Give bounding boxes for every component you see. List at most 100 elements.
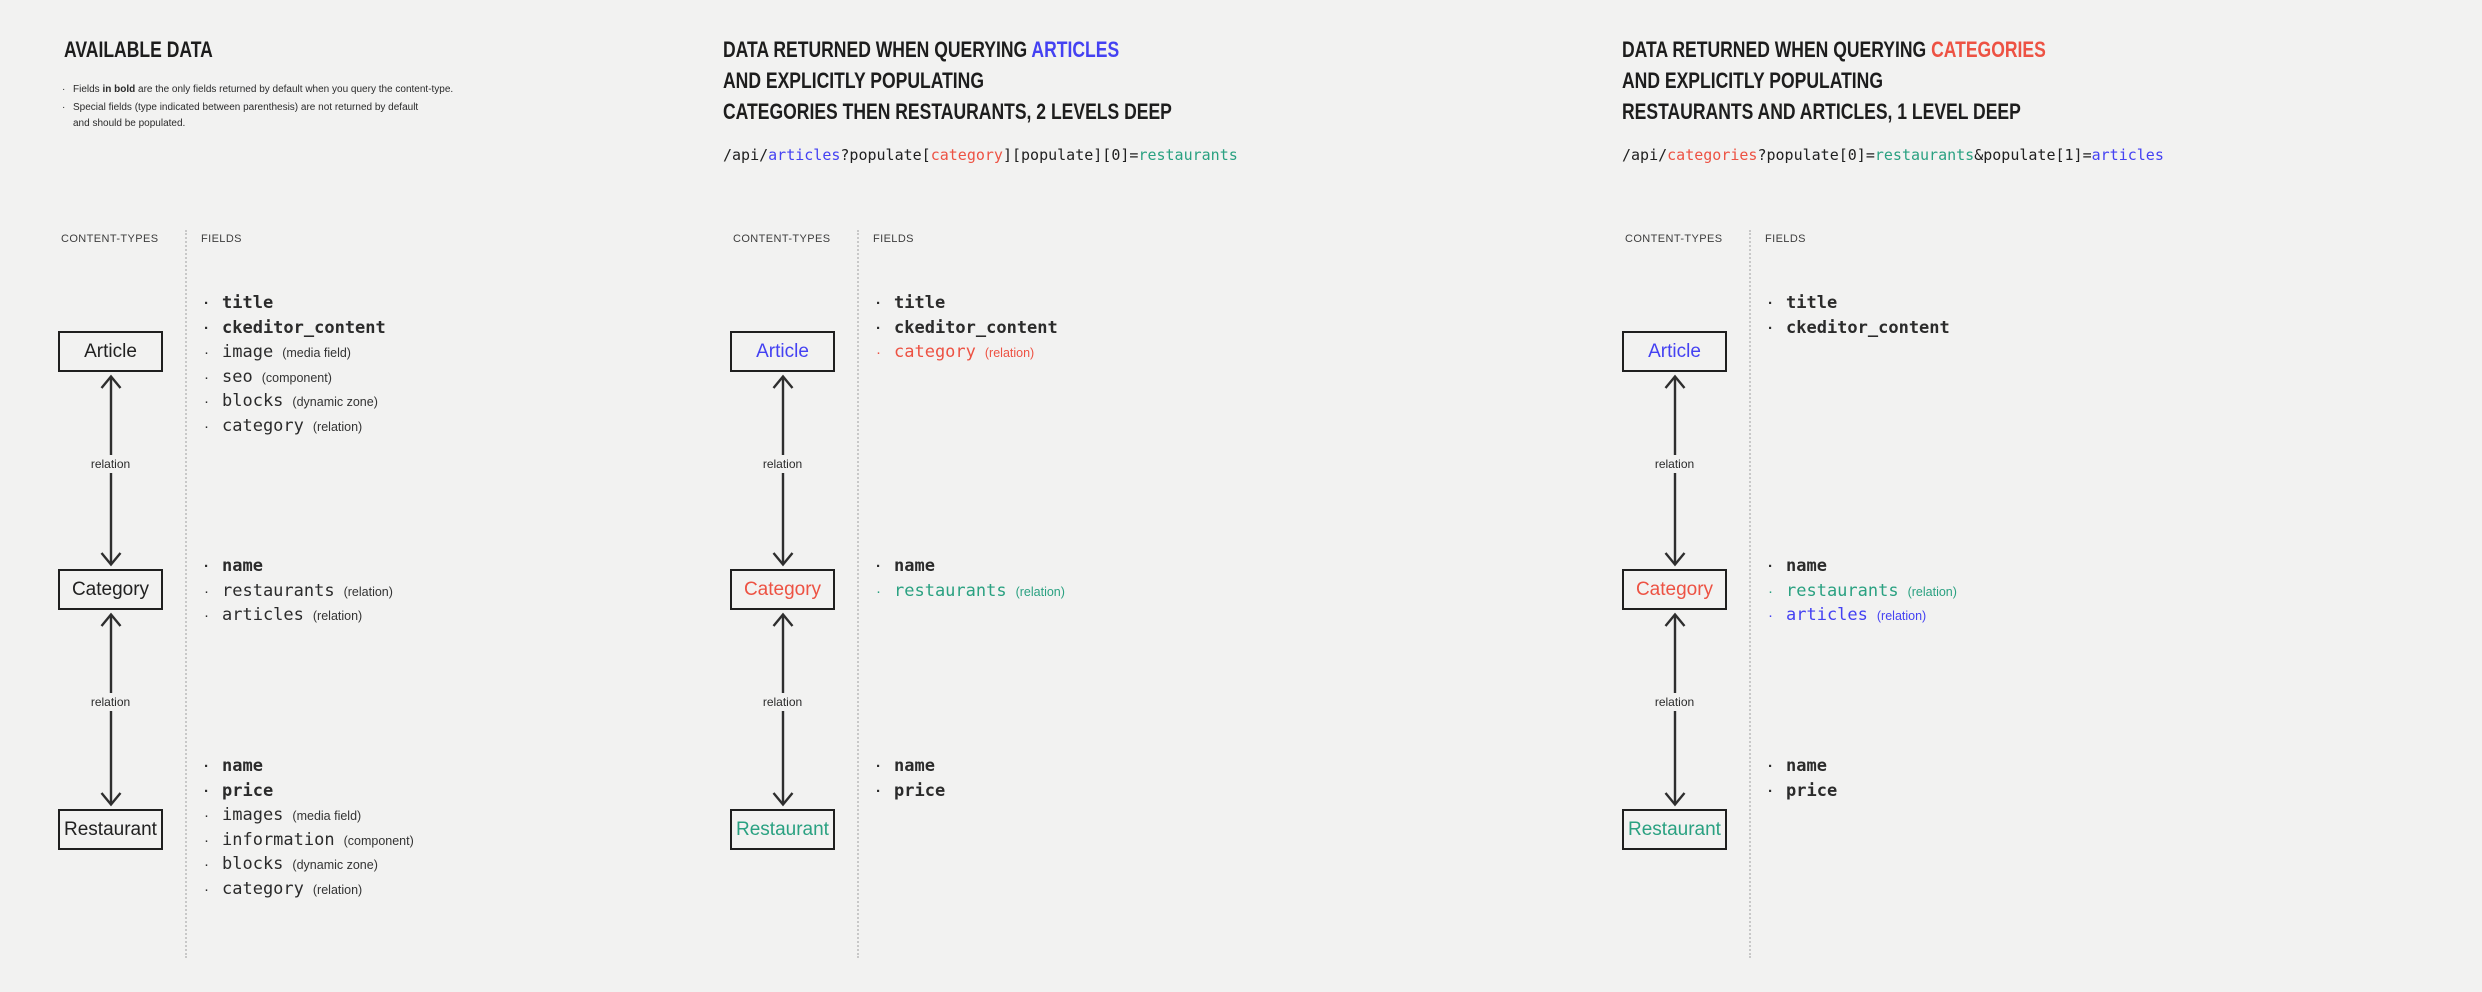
field-name: title xyxy=(222,293,274,313)
title-segment: AVAILABLE DATA xyxy=(64,37,213,62)
field-row: · name xyxy=(1768,754,1837,779)
field-bullet: · xyxy=(204,856,209,873)
content-type-box-restaurant: Restaurant xyxy=(58,809,163,850)
field-bullet: · xyxy=(204,807,209,824)
api-segment: ?populate[0]= xyxy=(1757,146,1875,164)
field-type: (component) xyxy=(261,370,332,385)
field-bullet: · xyxy=(876,319,881,337)
field-bullet: · xyxy=(204,831,209,849)
field-row: · ckeditor_content xyxy=(1768,316,1950,341)
field-bullet: · xyxy=(1768,319,1773,337)
note-item: · Fields in bold are the only fields retu… xyxy=(62,82,453,98)
field-name: title xyxy=(894,293,946,313)
field-list: ·title·ckeditor_content·category(relatio… xyxy=(876,291,1058,365)
field-row: ·restaurants(relation) xyxy=(1768,579,1957,604)
field-row: · image (media field) xyxy=(204,340,386,365)
field-bullet: · xyxy=(204,582,209,600)
field-list: ·name·price xyxy=(1768,754,1837,803)
field-name: price xyxy=(222,780,274,801)
field-row: ·restaurants(relation) xyxy=(204,579,393,604)
content-types-header: CONTENT-TYPES xyxy=(733,233,831,245)
note-bullet: · xyxy=(62,84,66,95)
api-segment: articles xyxy=(768,146,841,164)
field-row: · name xyxy=(1768,554,1957,579)
api-segment: articles xyxy=(2091,146,2164,164)
field-row: ·name xyxy=(876,554,1065,579)
note-segment: in bold xyxy=(102,84,136,95)
field-row: ·restaurants(relation) xyxy=(876,579,1065,604)
api-segment: restaurants xyxy=(1138,146,1238,164)
field-bullet: · xyxy=(1768,558,1773,575)
fields-header: FIELDS xyxy=(201,233,242,245)
notes-list: · Fields in bold are the only fields retu… xyxy=(62,82,453,134)
content-type-box-restaurant: Restaurant xyxy=(1622,809,1727,850)
field-name: articles xyxy=(222,605,304,625)
field-type: (dynamic zone) xyxy=(292,858,378,872)
field-name: blocks xyxy=(222,391,284,411)
field-row: ·name xyxy=(204,554,393,579)
fields-header: FIELDS xyxy=(873,233,914,245)
field-bullet: · xyxy=(204,782,209,800)
relation-label: relation xyxy=(758,693,807,711)
relation-label: relation xyxy=(1650,693,1699,711)
field-name: name xyxy=(1786,556,1827,576)
field-row: ·seo(component) xyxy=(204,365,386,390)
field-bullet: · xyxy=(876,344,881,361)
note-text: Fields in bold are the only fields retur… xyxy=(73,82,453,98)
api-segment: /api/ xyxy=(723,146,769,164)
field-list: ·name·price·images(media field)·informat… xyxy=(204,754,414,901)
content-type-label: Article xyxy=(84,340,137,362)
field-name: restaurants xyxy=(1786,580,1899,601)
field-bullet: · xyxy=(1768,758,1773,775)
field-type: (media field) xyxy=(292,809,362,823)
title-segment: DATA RETURNED WHEN QUERYING xyxy=(723,37,1032,62)
dotted-divider-line xyxy=(857,230,859,958)
field-list: ·name·restaurants(relation) xyxy=(876,554,1065,603)
field-name: name xyxy=(894,756,935,776)
field-row: ·blocks(dynamic zone) xyxy=(204,389,386,414)
dotted-divider-line xyxy=(1749,230,1751,958)
note-segment: Special fields (type indicated between p… xyxy=(73,102,419,129)
field-row: ·articles(relation) xyxy=(204,603,393,628)
field-bullet: · xyxy=(204,758,209,775)
field-name: name xyxy=(1786,756,1827,776)
content-type-box-category: Category xyxy=(730,569,835,610)
field-name: image xyxy=(222,342,274,362)
field-row: ·price xyxy=(876,779,945,804)
field-bullet: · xyxy=(204,295,209,312)
field-bullet: · xyxy=(204,393,209,410)
title-segment: AND EXPLICITLY POPULATING xyxy=(723,68,985,93)
field-bullet: · xyxy=(1768,607,1773,624)
api-segment: ?populate[ xyxy=(840,146,931,164)
content-type-label: Category xyxy=(743,578,822,600)
field-row: ·ckeditor_content xyxy=(876,316,1058,341)
field-list: · title · ckeditor_content xyxy=(1768,291,1950,340)
content-type-box-article: Article xyxy=(730,331,835,372)
field-bullet: · xyxy=(204,344,209,361)
field-row: · price xyxy=(204,779,414,804)
field-name: ckeditor_content xyxy=(1786,317,1950,338)
field-bullet: · xyxy=(204,607,209,624)
field-bullet: · xyxy=(876,295,881,312)
field-row: ·ckeditor_content xyxy=(204,316,386,341)
field-list: ·title·ckeditor_content·image(media fiel… xyxy=(204,291,386,438)
field-row: · title xyxy=(204,291,386,316)
field-bullet: · xyxy=(204,319,209,337)
column-title: AVAILABLE DATA xyxy=(64,34,213,65)
content-types-header: CONTENT-TYPES xyxy=(61,233,159,245)
field-type: (media field) xyxy=(282,346,351,360)
content-type-label: Category xyxy=(1635,578,1714,600)
note-item: ·Special fields (type indicated between … xyxy=(62,100,453,132)
content-type-box-category: Category xyxy=(1622,569,1727,610)
content-type-box-article: Article xyxy=(1622,331,1727,372)
relation-label: relation xyxy=(86,455,135,473)
field-bullet: · xyxy=(1768,295,1773,312)
field-bullet: · xyxy=(204,558,209,575)
field-row: ·name xyxy=(876,754,945,779)
field-name: title xyxy=(1786,293,1838,313)
field-bullet: · xyxy=(204,880,209,898)
field-row: · title xyxy=(1768,291,1950,316)
field-list: ·name·price xyxy=(876,754,945,803)
